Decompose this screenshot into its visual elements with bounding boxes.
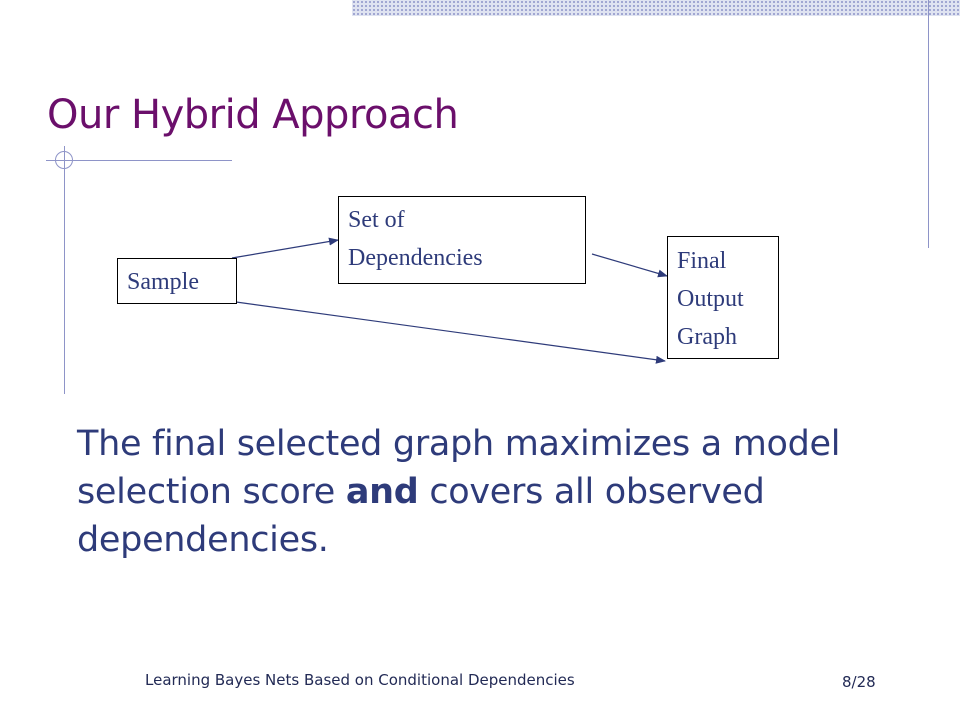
decorative-horizontal-line bbox=[46, 160, 232, 161]
body-text-emphasis: and bbox=[345, 472, 419, 512]
node-final-label-line-2: Output bbox=[677, 286, 744, 312]
decorative-circle bbox=[55, 151, 73, 169]
node-sample: Sample bbox=[117, 258, 237, 304]
node-final-label-line-1: Final bbox=[677, 248, 727, 274]
body-text-part-2: covers all observed dependencies. bbox=[77, 472, 765, 560]
edge-dependencies-to-final bbox=[591, 253, 668, 278]
page-number: 8/28 bbox=[842, 673, 876, 691]
slide-body-text: The final selected graph maximizes a mod… bbox=[77, 420, 937, 564]
body-text-part-1: The final selected graph maximizes a mod… bbox=[77, 424, 841, 512]
decorative-right-vertical-line bbox=[928, 0, 929, 248]
node-dependencies-label-line-1: Set of bbox=[348, 207, 405, 233]
node-set-of-dependencies: Set of Dependencies bbox=[338, 196, 586, 284]
decorative-left-vertical-line bbox=[64, 146, 65, 394]
node-final-output-graph: Final Output Graph bbox=[667, 236, 779, 359]
slide-title: Our Hybrid Approach bbox=[47, 92, 459, 138]
decorative-pattern-bar bbox=[352, 0, 960, 16]
footer-title: Learning Bayes Nets Based on Conditional… bbox=[145, 671, 575, 689]
node-dependencies-label-line-2: Dependencies bbox=[348, 245, 483, 271]
edge-sample-to-dependencies bbox=[231, 237, 339, 259]
node-sample-label: Sample bbox=[127, 269, 199, 295]
node-final-label-line-3: Graph bbox=[677, 324, 737, 350]
edge-sample-to-final bbox=[235, 301, 666, 364]
